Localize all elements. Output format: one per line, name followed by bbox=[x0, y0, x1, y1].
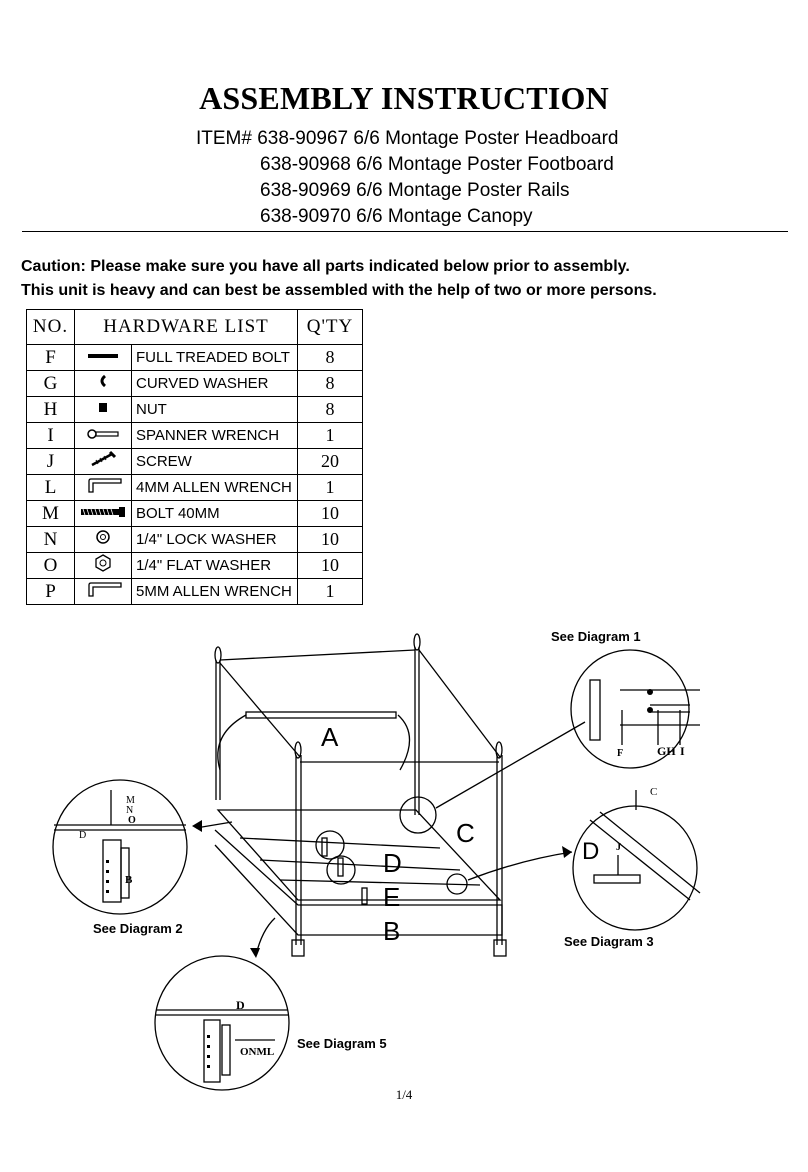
part-qty: 20 bbox=[297, 448, 363, 475]
part-desc: SPANNER WRENCH bbox=[131, 422, 298, 449]
nut-icon bbox=[99, 403, 107, 412]
part-qty: 1 bbox=[297, 422, 363, 449]
table-row: F FULL TREADED BOLT 8 bbox=[26, 344, 363, 371]
item-rails: 638-90969 6/6 Montage Poster Rails bbox=[260, 180, 570, 201]
item-headboard: ITEM# 638-90967 6/6 Montage Poster Headb… bbox=[196, 128, 619, 149]
part-no: F bbox=[26, 344, 75, 371]
part-no: G bbox=[26, 370, 75, 397]
label-c-detail3: C bbox=[650, 786, 658, 798]
part-qty: 8 bbox=[297, 396, 363, 423]
label-f: F bbox=[617, 748, 624, 759]
table-row: I SPANNER WRENCH 1 bbox=[26, 422, 363, 449]
screw-icon bbox=[91, 450, 117, 467]
header-no: NO. bbox=[26, 309, 75, 345]
footboard-post-right bbox=[495, 741, 503, 945]
label-m: M bbox=[126, 795, 135, 806]
part-no: J bbox=[26, 448, 75, 475]
label-c: C bbox=[456, 818, 475, 848]
lock-washer-icon bbox=[96, 530, 110, 544]
part-desc: 5MM ALLEN WRENCH bbox=[131, 578, 298, 605]
part-no: N bbox=[26, 526, 75, 553]
bolt-icon bbox=[88, 353, 118, 358]
header-qty: Q'TY bbox=[297, 309, 363, 345]
part-no: M bbox=[26, 500, 75, 527]
part-desc: 4MM ALLEN WRENCH bbox=[131, 474, 298, 501]
divider bbox=[22, 231, 788, 232]
hardware-table: NO. HARDWARE LIST Q'TY F FULL TREADED BO… bbox=[26, 309, 363, 605]
label-o: O bbox=[128, 815, 136, 826]
label-a: A bbox=[321, 722, 339, 752]
part-qty: 10 bbox=[297, 552, 363, 579]
part-qty: 8 bbox=[297, 370, 363, 397]
label-d-detail3: D bbox=[582, 838, 600, 865]
part-desc: SCREW bbox=[131, 448, 298, 475]
page-number: 1/4 bbox=[395, 1087, 413, 1102]
table-row: J SCREW 20 bbox=[26, 448, 363, 475]
item-list: ITEM# 638-90967 6/6 Montage Poster Headb… bbox=[196, 126, 619, 230]
table-header-row: NO. HARDWARE LIST Q'TY bbox=[26, 309, 363, 345]
table-row: N 1/4" LOCK WASHER 10 bbox=[26, 526, 363, 553]
part-desc: 1/4" LOCK WASHER bbox=[131, 526, 298, 553]
table-row: G CURVED WASHER 8 bbox=[26, 370, 363, 397]
part-qty: 10 bbox=[297, 526, 363, 553]
spanner-wrench-icon bbox=[87, 428, 119, 439]
footboard-post-left bbox=[294, 741, 302, 945]
label-d-detail2: D bbox=[79, 830, 87, 841]
part-no: I bbox=[26, 422, 75, 449]
see-diagram-2: See Diagram 2 bbox=[93, 921, 183, 936]
item-canopy: 638-90970 6/6 Montage Canopy bbox=[260, 206, 533, 227]
table-row: P 5MM ALLEN WRENCH 1 bbox=[26, 578, 363, 605]
part-qty: 1 bbox=[297, 578, 363, 605]
label-b: B bbox=[383, 916, 401, 946]
caution-text: Caution: Please make sure you have all p… bbox=[21, 255, 657, 303]
headboard-post-left bbox=[214, 646, 222, 800]
label-b-detail2: B bbox=[125, 874, 133, 886]
part-desc: FULL TREADED BOLT bbox=[131, 344, 298, 371]
allen-wrench-icon bbox=[88, 478, 122, 493]
label-d: D bbox=[383, 848, 402, 878]
label-gh: GH bbox=[657, 744, 676, 758]
part-qty: 1 bbox=[297, 474, 363, 501]
see-diagram-1: See Diagram 1 bbox=[551, 629, 641, 644]
caution-line-1: Caution: Please make sure you have all p… bbox=[21, 258, 630, 275]
header-hardware-list: HARDWARE LIST bbox=[74, 309, 298, 345]
table-row: O 1/4" FLAT WASHER 10 bbox=[26, 552, 363, 579]
table-row: M BOLT 40MM 10 bbox=[26, 500, 363, 527]
caution-line-2: This unit is heavy and can best be assem… bbox=[21, 282, 657, 299]
part-no: H bbox=[26, 396, 75, 423]
label-d-detail5: D bbox=[236, 998, 245, 1012]
label-onml: ONML bbox=[240, 1046, 275, 1058]
allen-wrench-icon bbox=[88, 582, 122, 597]
part-no: L bbox=[26, 474, 75, 501]
bolt-40mm-icon bbox=[81, 506, 125, 517]
label-j: J bbox=[616, 842, 621, 853]
part-qty: 10 bbox=[297, 500, 363, 527]
curved-washer-icon bbox=[100, 374, 107, 388]
flat-washer-icon bbox=[95, 554, 111, 572]
label-e: E bbox=[383, 882, 401, 912]
table-row: L 4MM ALLEN WRENCH 1 bbox=[26, 474, 363, 501]
see-diagram-3: See Diagram 3 bbox=[564, 934, 654, 949]
headboard-post-right bbox=[413, 633, 421, 815]
part-desc: BOLT 40MM bbox=[131, 500, 298, 527]
label-i: I bbox=[680, 744, 685, 758]
item-footboard: 638-90968 6/6 Montage Poster Footboard bbox=[260, 154, 614, 175]
part-desc: CURVED WASHER bbox=[131, 370, 298, 397]
part-qty: 8 bbox=[297, 344, 363, 371]
see-diagram-5: See Diagram 5 bbox=[297, 1036, 387, 1051]
part-desc: 1/4" FLAT WASHER bbox=[131, 552, 298, 579]
part-no: O bbox=[26, 552, 75, 579]
table-row: H NUT 8 bbox=[26, 396, 363, 423]
page-title: ASSEMBLY INSTRUCTION bbox=[199, 80, 609, 116]
part-no: P bbox=[26, 578, 75, 605]
part-desc: NUT bbox=[131, 396, 298, 423]
label-n: N bbox=[126, 805, 134, 816]
